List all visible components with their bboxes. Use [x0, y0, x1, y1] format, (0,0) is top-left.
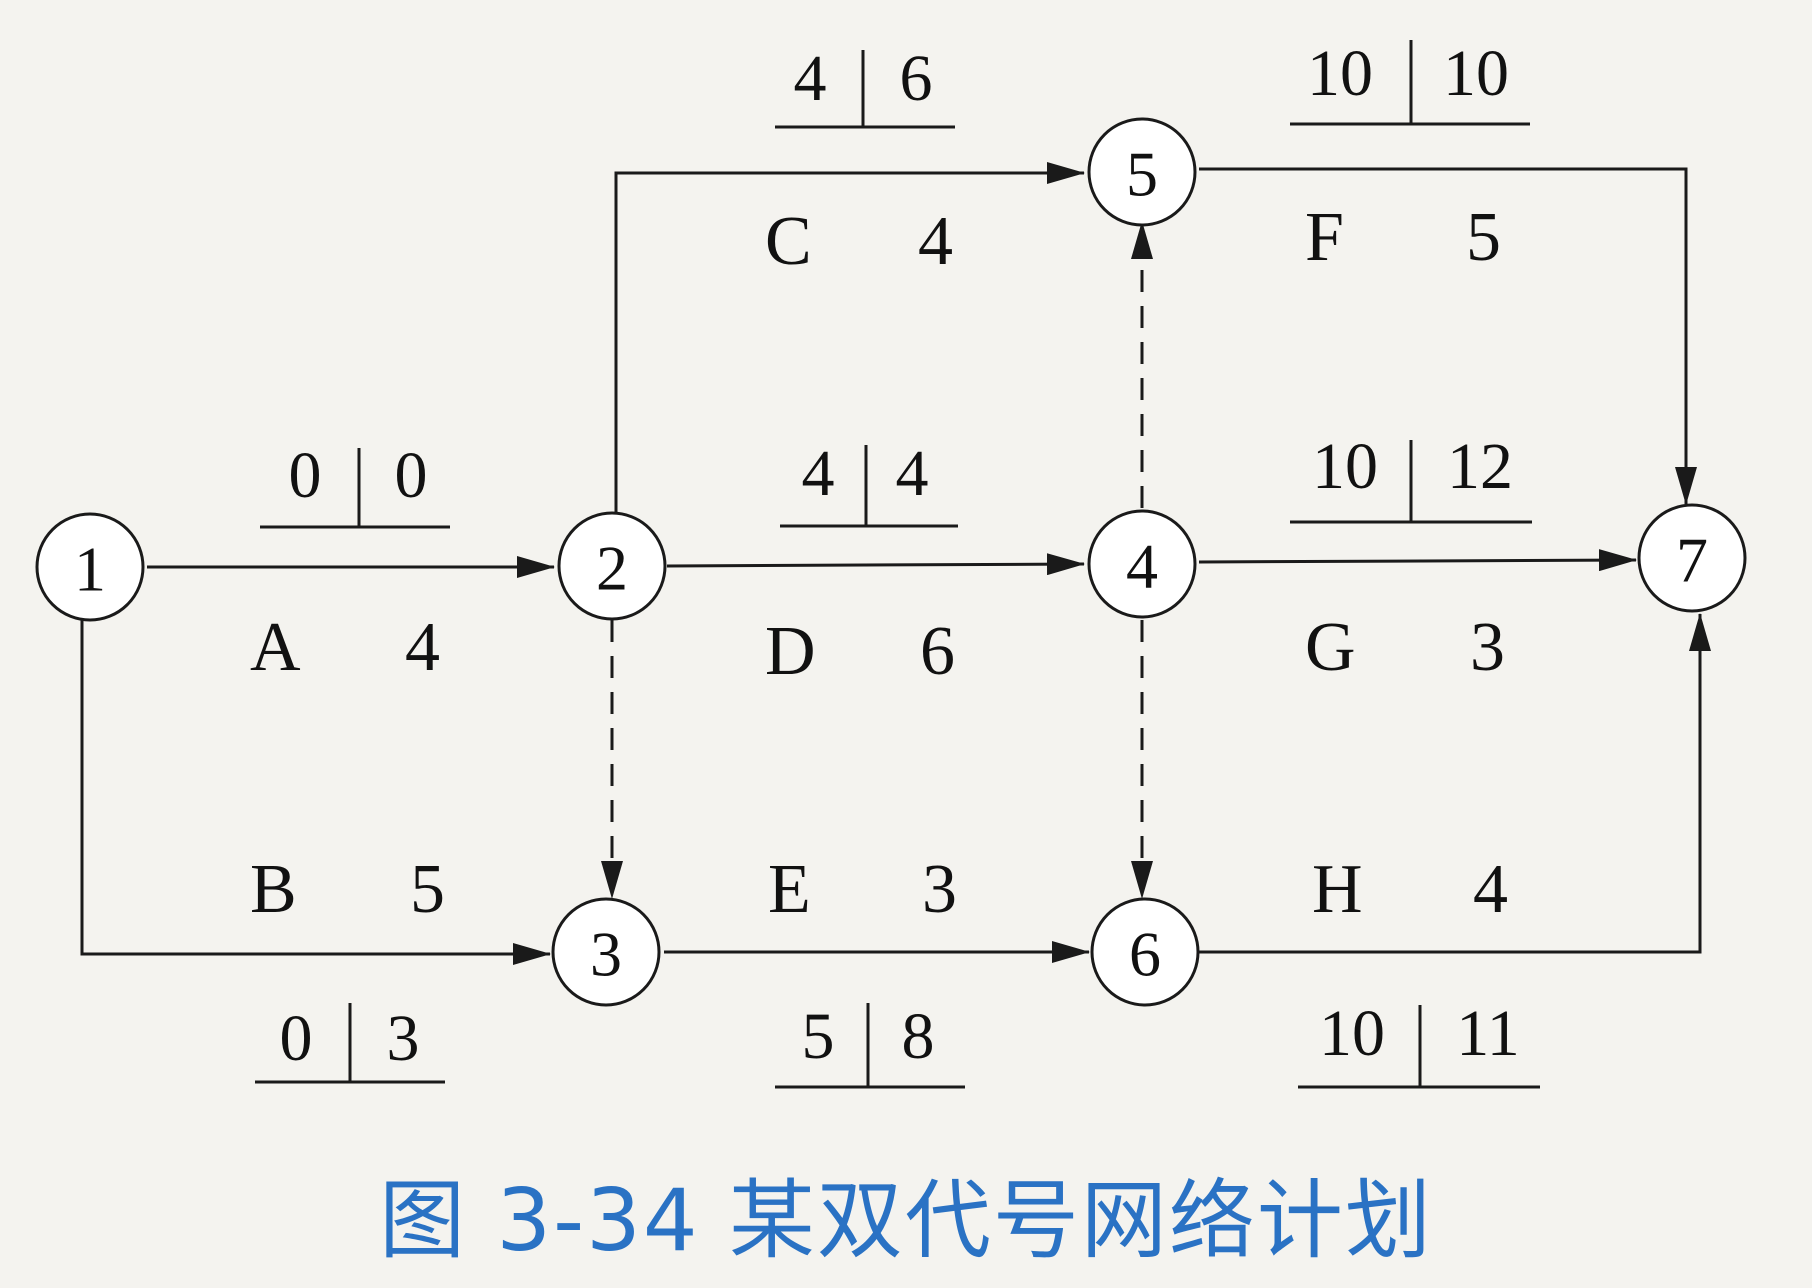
time-A-left: 0 [289, 439, 322, 512]
arrows [80, 162, 1711, 965]
time-box-F: 10 10 [1290, 37, 1530, 126]
node-5: 5 [1087, 117, 1197, 227]
time-parameters: 0 0 0 3 4 6 4 4 5 8 [255, 37, 1540, 1089]
arrow-activity-H [1199, 613, 1711, 954]
time-C-right: 6 [900, 42, 933, 115]
arrow-activity-B [80, 617, 551, 965]
network-diagram: 1 2 3 4 5 6 7 A 4 B 5 C [35, 37, 1747, 1089]
time-B-left: 0 [280, 1002, 313, 1075]
node-6-label: 6 [1129, 919, 1161, 990]
activity-A-duration: 4 [405, 609, 440, 686]
time-D-left: 4 [802, 437, 835, 510]
node-7-label: 7 [1676, 525, 1708, 596]
time-box-A: 0 0 [260, 439, 450, 529]
node-5-label: 5 [1126, 139, 1158, 210]
time-box-G: 10 12 [1290, 430, 1532, 524]
time-C-left: 4 [794, 42, 827, 115]
time-A-right: 0 [395, 439, 428, 512]
node-1-label: 1 [74, 534, 106, 605]
node-4-label: 4 [1126, 531, 1158, 602]
arrow-activity-C [614, 162, 1085, 515]
time-F-right: 10 [1443, 37, 1509, 110]
activity-E-name: E [768, 851, 811, 928]
time-H-right: 11 [1456, 997, 1520, 1070]
node-7: 7 [1637, 503, 1747, 613]
figure-caption: 图 3-34 某双代号网络计划 [379, 1171, 1433, 1271]
time-B-right: 3 [387, 1002, 420, 1075]
node-3-label: 3 [590, 919, 622, 990]
activity-F-duration: 5 [1466, 199, 1501, 276]
time-F-left: 10 [1307, 37, 1373, 110]
node-1: 1 [35, 512, 145, 622]
node-4: 4 [1087, 509, 1197, 619]
time-box-H: 10 11 [1298, 997, 1540, 1089]
activity-E-duration: 3 [922, 851, 957, 928]
activity-C-duration: 4 [918, 203, 953, 280]
activity-G-name: G [1305, 609, 1356, 686]
node-2-label: 2 [596, 533, 628, 604]
time-box-D: 4 4 [780, 437, 958, 528]
activity-labels: A 4 B 5 C 4 D 6 E 3 F 5 G 3 H 4 [250, 199, 1508, 928]
arrow-activity-D [666, 553, 1085, 576]
activity-B-name: B [250, 851, 297, 928]
activity-B-duration: 5 [410, 851, 445, 928]
activity-H-duration: 4 [1473, 851, 1508, 928]
activity-H-name: H [1312, 851, 1363, 928]
activity-F-name: F [1305, 199, 1344, 276]
time-G-right: 12 [1447, 430, 1513, 503]
time-box-B: 0 3 [255, 1002, 445, 1084]
time-E-left: 5 [802, 1000, 835, 1073]
arrow-activity-G [1198, 549, 1637, 572]
node-3: 3 [551, 897, 661, 1007]
node-6: 6 [1090, 897, 1200, 1007]
time-box-E: 5 8 [775, 1000, 965, 1089]
activity-C-name: C [765, 203, 812, 280]
time-G-left: 10 [1312, 430, 1378, 503]
time-E-right: 8 [902, 1000, 935, 1073]
time-H-left: 10 [1319, 997, 1385, 1070]
arrow-activity-F [1199, 167, 1697, 505]
activity-D-duration: 6 [920, 613, 955, 690]
activity-G-duration: 3 [1470, 609, 1505, 686]
node-2: 2 [557, 511, 667, 621]
activity-A-name: A [250, 609, 301, 686]
time-box-C: 4 6 [775, 42, 955, 129]
nodes: 1 2 3 4 5 6 7 [35, 117, 1747, 1007]
time-D-right: 4 [896, 437, 929, 510]
activity-D-name: D [765, 613, 816, 690]
